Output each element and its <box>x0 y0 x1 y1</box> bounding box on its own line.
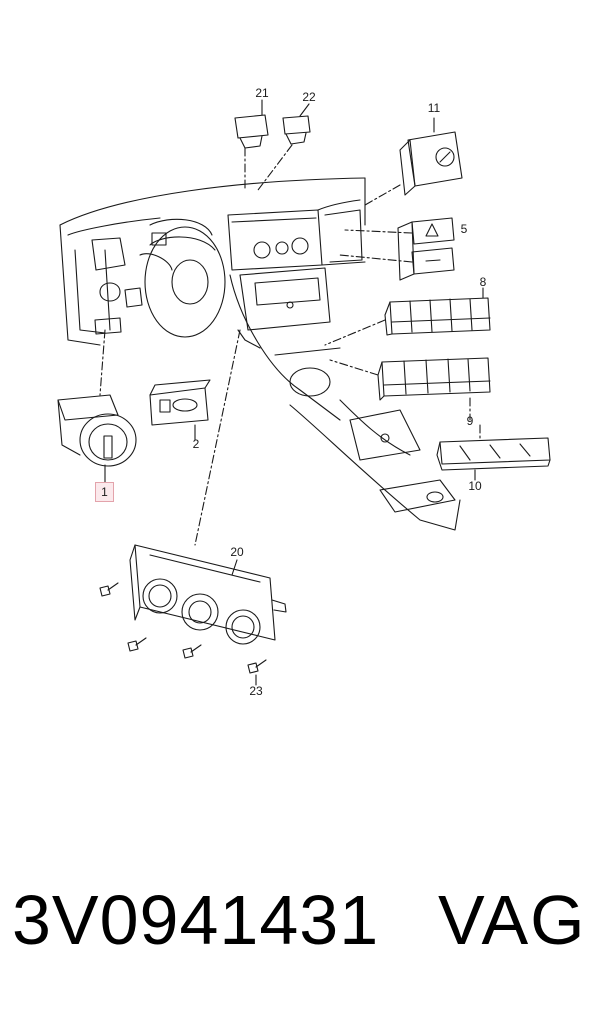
brand-label: VAG <box>438 881 587 959</box>
switch-5 <box>397 217 455 281</box>
callout-8: 8 <box>479 275 487 289</box>
small-button-parts <box>234 114 311 149</box>
callout-1-highlighted: 1 <box>95 482 114 502</box>
exploded-parts-diagram <box>57 99 551 686</box>
leader-lines <box>99 99 484 686</box>
callout-21: 21 <box>255 86 269 100</box>
switch-11 <box>399 131 463 196</box>
switch-bank-9 <box>377 357 491 401</box>
screws-23 <box>99 582 267 674</box>
switch-panel-10 <box>436 437 551 471</box>
light-switch-part <box>57 394 137 467</box>
callout-10: 10 <box>468 479 482 493</box>
dashboard-illustration <box>59 177 461 531</box>
climate-control-20 <box>129 544 287 645</box>
callout-2: 2 <box>192 437 200 451</box>
callout-22: 22 <box>302 90 316 104</box>
callout-5: 5 <box>460 222 468 236</box>
callout-11: 11 <box>427 101 441 115</box>
callout-20: 20 <box>230 545 244 559</box>
callout-9: 9 <box>466 414 474 428</box>
switch-bank-8 <box>384 297 491 336</box>
switch-module-2 <box>149 379 211 426</box>
part-number: 3V0941431 <box>12 881 380 959</box>
callout-23: 23 <box>249 684 263 698</box>
